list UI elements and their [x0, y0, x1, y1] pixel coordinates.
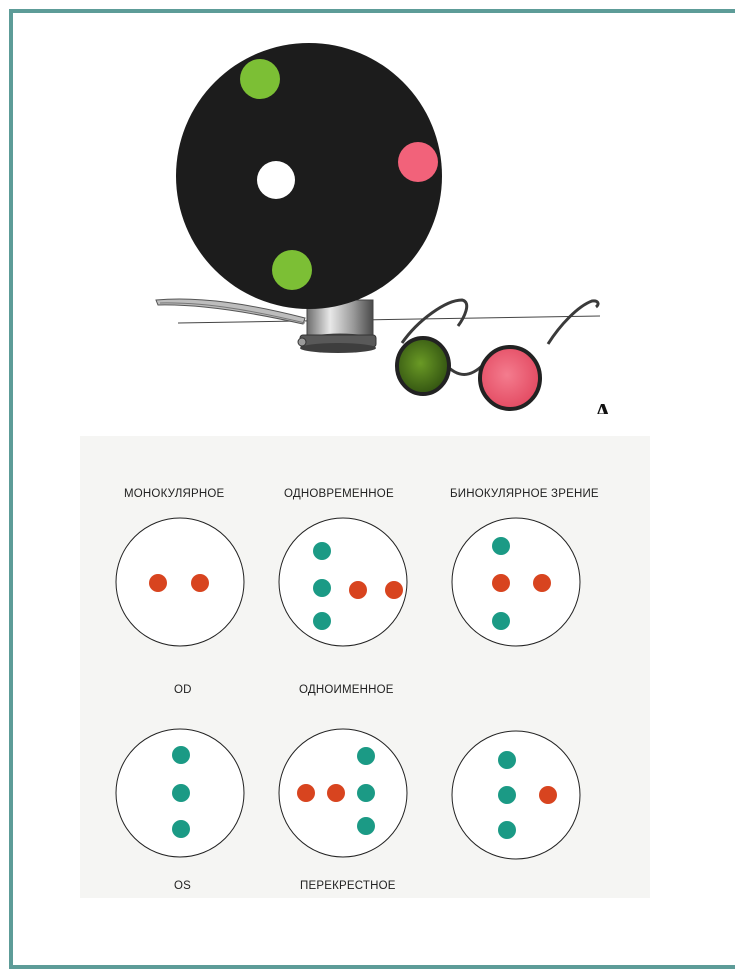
teal-dot	[498, 786, 516, 804]
table-line	[177, 315, 601, 324]
device-base	[297, 299, 377, 353]
label-crossed: ПЕРЕКРЕСТНОЕ	[300, 880, 396, 892]
diagram-simultaneous-homonymous	[278, 517, 408, 647]
diagram-binocular-top	[451, 517, 581, 647]
device-handle	[155, 298, 306, 325]
red-dot	[539, 786, 557, 804]
red-green-glasses	[395, 298, 600, 411]
label-homonymous: ОДНОИМЕННОЕ	[299, 684, 394, 696]
heading-monocular: МОНОКУЛЯРНОЕ	[124, 488, 224, 500]
diagram-monocular-os	[115, 728, 245, 858]
green-light-top	[240, 59, 280, 99]
label-od: OD	[174, 684, 192, 696]
teal-dot	[172, 820, 190, 838]
red-dot	[385, 581, 403, 599]
teal-dot	[357, 784, 375, 802]
red-dot	[533, 574, 551, 592]
red-dot	[327, 784, 345, 802]
red-dot	[149, 574, 167, 592]
teal-dot	[498, 821, 516, 839]
teal-dot	[492, 537, 510, 555]
red-dot	[191, 574, 209, 592]
teal-dot	[498, 751, 516, 769]
green-light-bottom	[272, 250, 312, 290]
white-light	[257, 161, 295, 199]
red-dot	[349, 581, 367, 599]
teal-dot	[357, 817, 375, 835]
teal-dot	[313, 579, 331, 597]
teal-dot	[172, 784, 190, 802]
teal-dot	[492, 612, 510, 630]
heading-binocular: БИНОКУЛЯРНОЕ ЗРЕНИЕ	[450, 488, 599, 500]
teal-dot	[313, 542, 331, 560]
label-os: OS	[174, 880, 191, 892]
red-dot	[492, 574, 510, 592]
diagram-monocular-od	[115, 517, 245, 647]
device-disc	[176, 43, 442, 309]
red-lens	[478, 345, 542, 411]
teal-dot	[172, 746, 190, 764]
teal-dot	[357, 747, 375, 765]
teal-dot	[313, 612, 331, 630]
diagram-simultaneous-crossed	[278, 728, 408, 858]
heading-simultaneous: ОДНОВРЕМЕННОЕ	[284, 488, 394, 500]
red-dot	[297, 784, 315, 802]
red-light	[398, 142, 438, 182]
diagram-binocular-bottom	[451, 730, 581, 860]
worth-device-illustration	[155, 43, 601, 353]
green-lens	[395, 336, 451, 396]
